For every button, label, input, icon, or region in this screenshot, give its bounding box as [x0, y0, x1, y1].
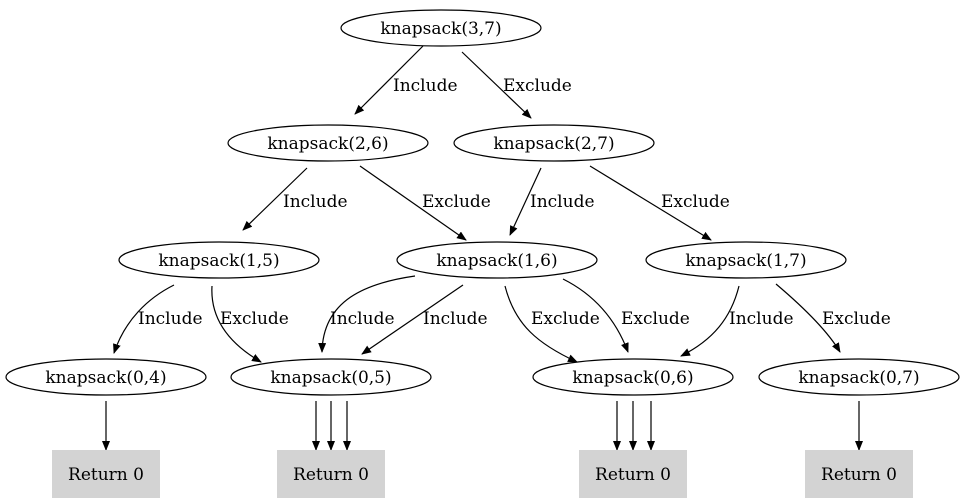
node-label: Return 0: [293, 465, 369, 485]
node-label: knapsack(2,7): [493, 134, 614, 154]
edge-arrow: [504, 285, 578, 363]
edge-n17-n06: Include: [680, 285, 794, 357]
node-label: knapsack(0,5): [270, 368, 391, 388]
return-node-r04: Return 0: [52, 450, 160, 498]
edge-label: Include: [393, 76, 458, 96]
edge-label: Include: [138, 309, 203, 329]
call-ellipse: [118, 241, 320, 279]
return-box: [52, 450, 160, 498]
edge-label: Exclude: [220, 309, 289, 329]
edge-arrow: [354, 45, 424, 115]
return-box: [277, 450, 385, 498]
edge-label: Exclude: [422, 192, 491, 212]
edge-label: Include: [729, 309, 794, 329]
edge-label: Include: [283, 192, 348, 212]
edge-label: Include: [423, 309, 488, 329]
return-node-r06: Return 0: [579, 450, 687, 498]
edge-arrow: [589, 165, 712, 241]
edge-arrow: [242, 167, 308, 231]
edge-n16-n06: Exclude: [562, 278, 690, 353]
edge-n17-n07: Exclude: [775, 283, 891, 353]
edge-n15-n04: Include: [113, 284, 203, 354]
node-label: Return 0: [68, 465, 144, 485]
edge-arrow: [361, 284, 464, 355]
edge-arrow: [318, 275, 416, 353]
node-label: knapsack(0,7): [798, 368, 919, 388]
edge-label: Exclude: [661, 192, 730, 212]
edge-n27-n16: Include: [509, 167, 595, 236]
node-label: knapsack(1,6): [436, 251, 557, 271]
edge-arrow: [113, 284, 175, 354]
node-label: knapsack(1,5): [158, 251, 279, 271]
call-ellipse: [453, 124, 655, 162]
edge-arrow: [461, 51, 532, 119]
edge-label: Exclude: [822, 309, 891, 329]
edge-arrow: [359, 165, 467, 241]
edge-n37-n27: Exclude: [461, 51, 572, 119]
edge-n16-n05: Include: [318, 275, 416, 353]
edge-arrow: [680, 285, 740, 357]
edge-n16-n06: Exclude: [504, 285, 600, 363]
node-label: knapsack(0,4): [45, 368, 166, 388]
node-label: knapsack(2,6): [267, 134, 388, 154]
edge-n15-n05: Exclude: [211, 285, 289, 363]
call-ellipse: [5, 358, 207, 396]
call-node-n37: knapsack(3,7): [340, 9, 542, 47]
edge-n16-n05: Include: [361, 284, 488, 355]
call-node-n06: knapsack(0,6): [532, 358, 734, 396]
edge-label: Exclude: [531, 309, 600, 329]
node-label: Return 0: [595, 465, 671, 485]
node-label: knapsack(3,7): [380, 19, 501, 39]
call-ellipse: [758, 358, 960, 396]
call-node-n07: knapsack(0,7): [758, 358, 960, 396]
edge-arrow: [775, 283, 841, 353]
call-node-n27: knapsack(2,7): [453, 124, 655, 162]
node-label: Return 0: [821, 465, 897, 485]
edge-arrow: [509, 167, 542, 236]
call-ellipse: [396, 241, 598, 279]
edge-label: Include: [530, 192, 595, 212]
node-label: knapsack(1,7): [685, 251, 806, 271]
edge-label: Exclude: [621, 309, 690, 329]
edge-arrow: [562, 278, 629, 353]
call-node-n26: knapsack(2,6): [227, 124, 429, 162]
edge-n27-n17: Exclude: [589, 165, 730, 241]
node-label: knapsack(0,6): [572, 368, 693, 388]
call-ellipse: [230, 358, 432, 396]
call-node-n17: knapsack(1,7): [645, 241, 847, 279]
edge-n26-n15: Include: [242, 167, 348, 231]
call-ellipse: [532, 358, 734, 396]
call-ellipse: [227, 124, 429, 162]
return-node-r07: Return 0: [805, 450, 913, 498]
edge-n37-n26: Include: [354, 45, 458, 115]
edge-n26-n16: Exclude: [359, 165, 491, 241]
return-node-r05: Return 0: [277, 450, 385, 498]
return-box: [805, 450, 913, 498]
call-node-n16: knapsack(1,6): [396, 241, 598, 279]
call-ellipse: [340, 9, 542, 47]
edge-label: Include: [330, 309, 395, 329]
call-ellipse: [645, 241, 847, 279]
call-node-n15: knapsack(1,5): [118, 241, 320, 279]
edge-arrow: [211, 285, 262, 363]
call-node-n04: knapsack(0,4): [5, 358, 207, 396]
edge-label: Exclude: [503, 76, 572, 96]
return-box: [579, 450, 687, 498]
call-node-n05: knapsack(0,5): [230, 358, 432, 396]
